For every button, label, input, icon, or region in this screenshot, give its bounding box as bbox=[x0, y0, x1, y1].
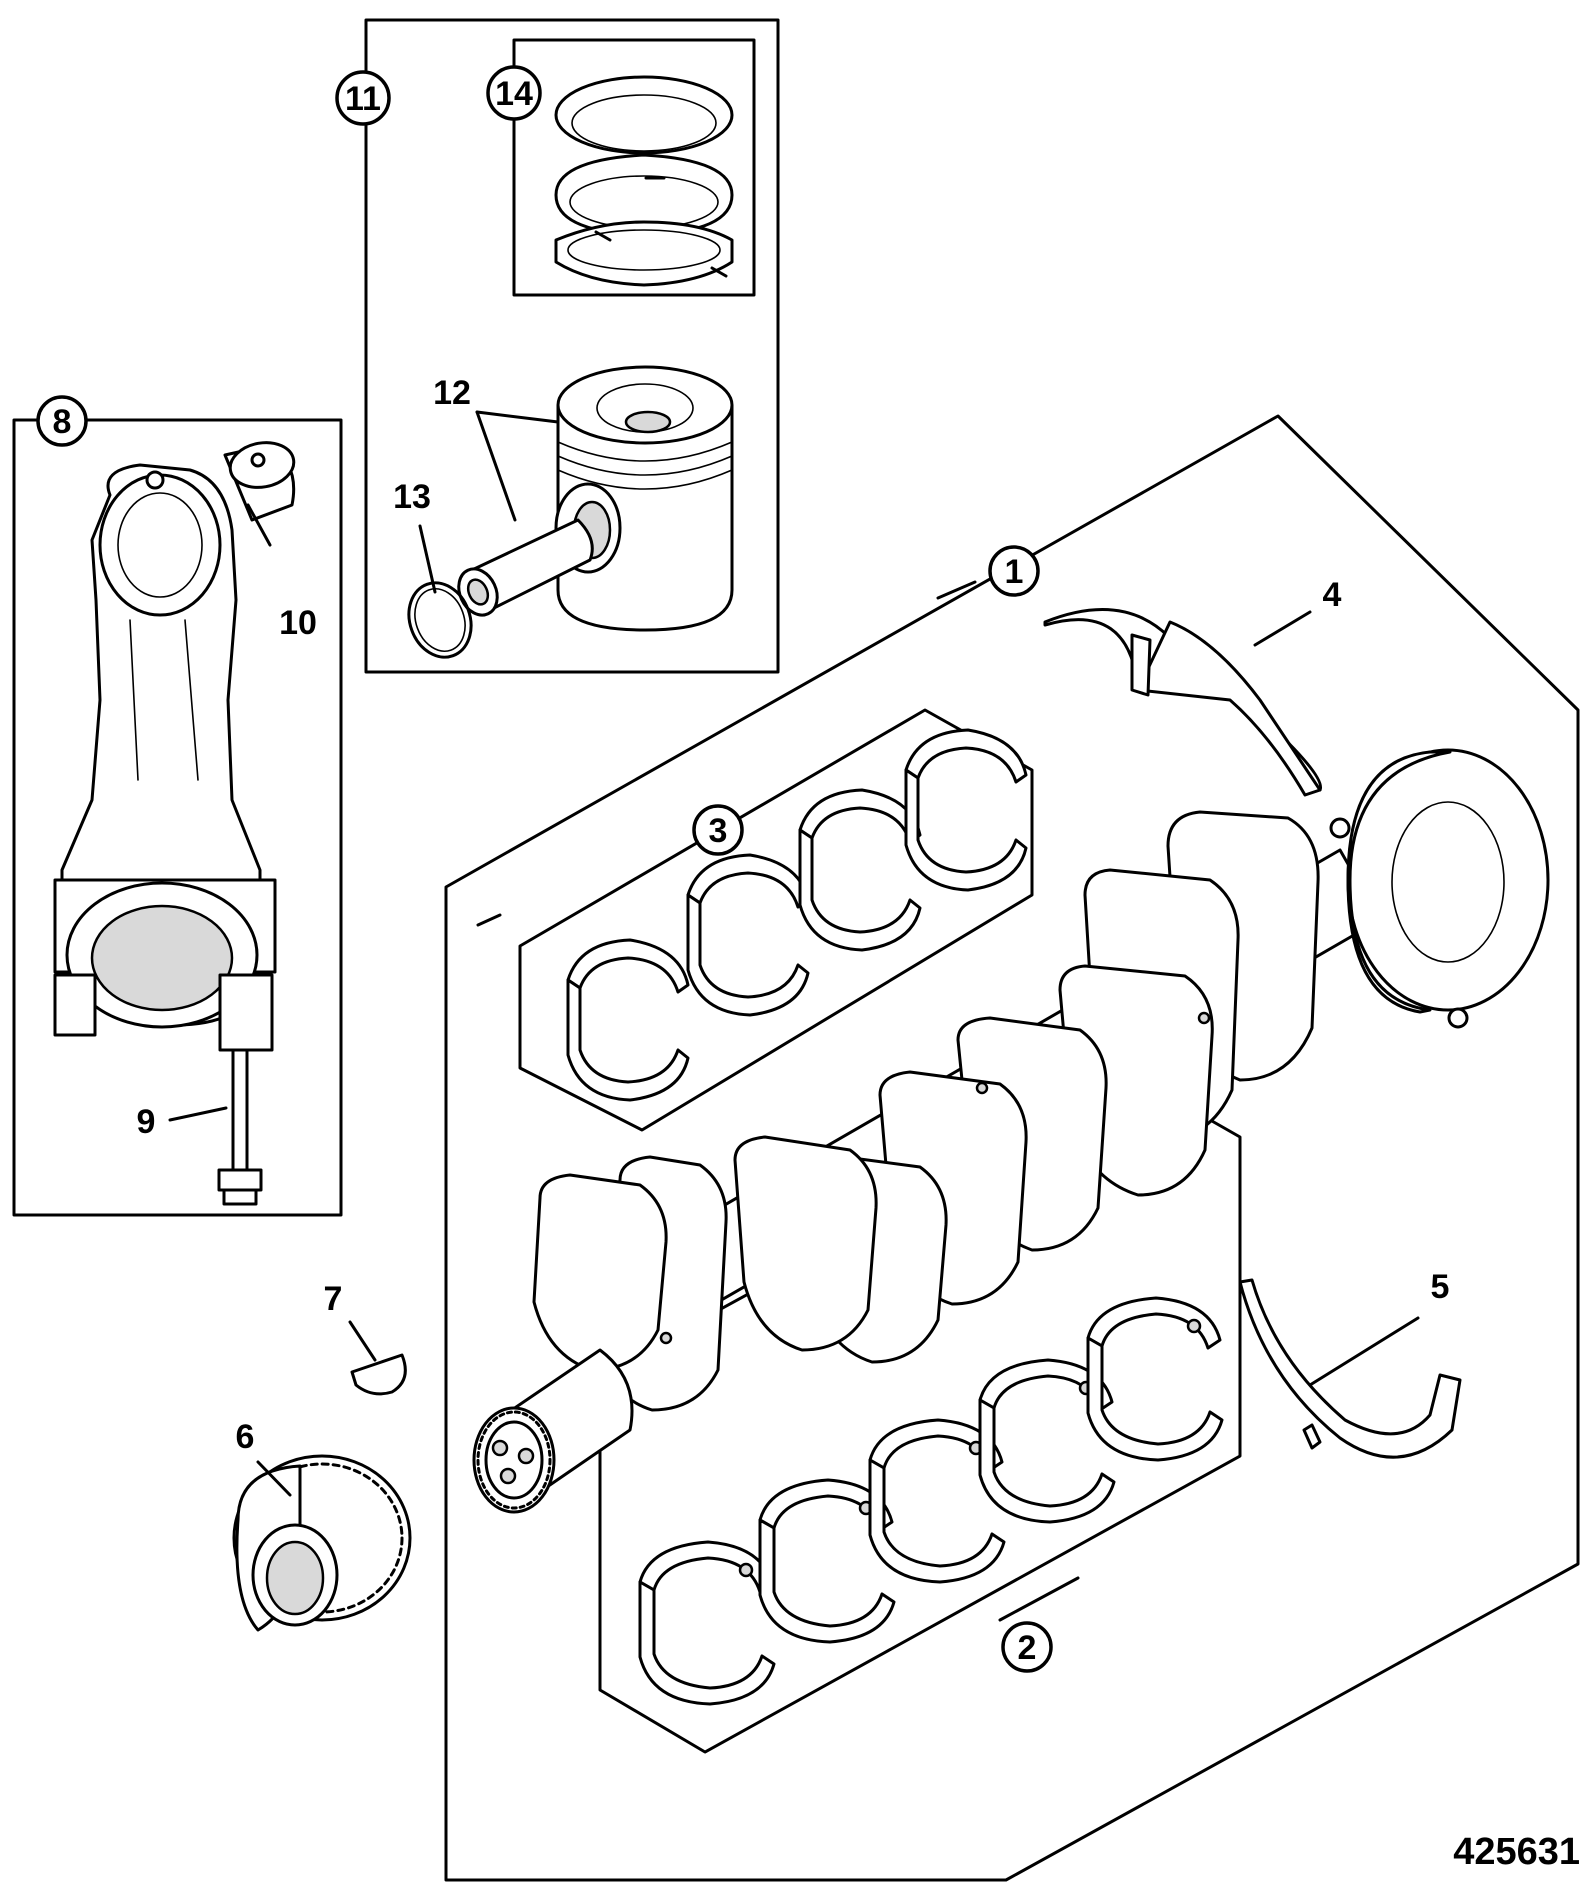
crankshaft bbox=[472, 748, 1550, 1514]
crankshaft-gear bbox=[232, 1454, 412, 1632]
callout-label-9: 9 bbox=[137, 1103, 156, 1141]
conrod-bearing-group-outline bbox=[518, 708, 1034, 1132]
callout-label-14: 14 bbox=[495, 75, 533, 113]
piston-rings bbox=[554, 75, 734, 287]
woodruff-key bbox=[350, 1353, 407, 1396]
callout-label-8: 8 bbox=[53, 403, 72, 441]
conrod-bearing-shells bbox=[566, 728, 1028, 1102]
circlip bbox=[407, 581, 473, 659]
main-bearing-shells bbox=[638, 1296, 1224, 1706]
callout-label-2: 2 bbox=[1018, 1629, 1037, 1667]
callout-circle-1 bbox=[988, 545, 1040, 597]
callout-label-4: 4 bbox=[1323, 576, 1342, 614]
callout-label-6: 6 bbox=[236, 1418, 255, 1456]
thrust-washer-lower bbox=[1238, 1278, 1462, 1459]
piston bbox=[554, 365, 734, 632]
callout-label-13: 13 bbox=[393, 478, 431, 516]
crankshaft-assembly-outline bbox=[444, 414, 1580, 1882]
piston-rings-group-box bbox=[512, 38, 756, 297]
piston-group-box bbox=[364, 18, 780, 674]
callout-circle-8 bbox=[36, 395, 88, 447]
thrust-washer-upper bbox=[1043, 608, 1323, 797]
reference-number: 425631 bbox=[1453, 1831, 1580, 1873]
connecting-rod bbox=[53, 463, 277, 1052]
callout-circle-14 bbox=[486, 65, 542, 121]
callout-label-7: 7 bbox=[324, 1280, 343, 1318]
connecting-rod-group-box bbox=[12, 418, 343, 1217]
callout-circle-11 bbox=[335, 70, 391, 126]
callout-label-10: 10 bbox=[279, 604, 317, 642]
callout-label-3: 3 bbox=[709, 812, 728, 850]
small-end-bush bbox=[223, 441, 296, 522]
callout-label-12: 12 bbox=[433, 374, 471, 412]
callout-circle-2 bbox=[1001, 1621, 1053, 1673]
leader-lines bbox=[168, 410, 1420, 1622]
gudgeon-pin bbox=[457, 518, 594, 617]
callout-label-11: 11 bbox=[345, 80, 381, 118]
callout-circle-3 bbox=[692, 804, 744, 856]
conrod-bolt bbox=[217, 1048, 263, 1206]
callout-label-1: 1 bbox=[1005, 553, 1024, 591]
callout-label-5: 5 bbox=[1431, 1268, 1450, 1306]
